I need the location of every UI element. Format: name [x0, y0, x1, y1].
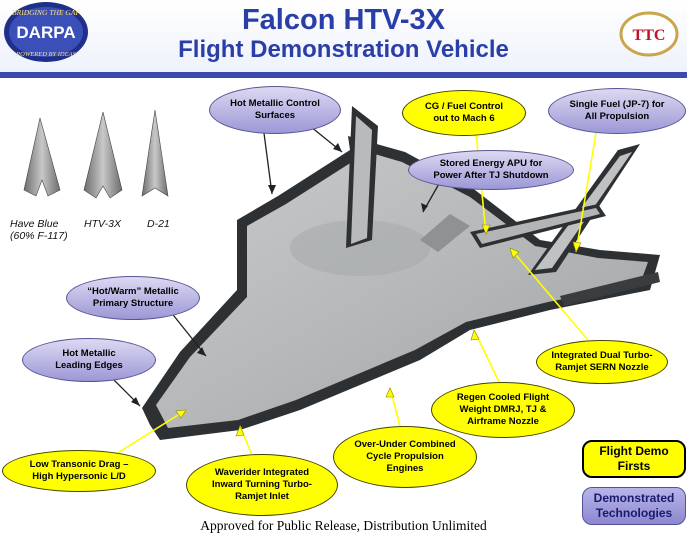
- thumbnail-label-line1: HTV-3X: [84, 218, 121, 230]
- callout-integrated-dual-nozzle: Integrated Dual Turbo-Ramjet SERN Nozzle: [536, 340, 668, 384]
- aircraft-body: [156, 148, 648, 428]
- thumbnail-label-line2: (60% F-117): [10, 230, 68, 242]
- callout-hot-metallic-control-surfaces: Hot Metallic Control Surfaces: [209, 86, 341, 134]
- thumbnail-label-d21: D-21: [147, 218, 170, 230]
- legend-demonstrated-technologies: Demonstrated Technologies: [582, 487, 686, 525]
- darpa-logo: BRIDGING THE GAP DARPA POWERED BY IDEAS: [4, 2, 88, 62]
- darpa-logo-text: DARPA: [16, 23, 75, 42]
- ttc-logo-text: TTC: [633, 27, 666, 44]
- callout-regen-cooled: Regen Cooled Flight Weight DMRJ, TJ & Ai…: [431, 382, 575, 438]
- thumbnail-label-line1: Have Blue: [10, 218, 59, 230]
- d21-thumbnail: [141, 109, 169, 197]
- thumbnail-label-line1: D-21: [147, 218, 170, 230]
- page-subtitle: Flight Demonstration Vehicle: [178, 36, 509, 63]
- callout-cg-fuel-control: CG / Fuel Control out to Mach 6: [402, 90, 526, 136]
- callout-hot-metallic-leading-edges: Hot Metallic Leading Edges: [22, 338, 156, 382]
- page-title: Falcon HTV-3X: [241, 4, 446, 36]
- ttc-logo: TTC: [619, 11, 679, 57]
- darpa-bottom-arc-text: POWERED BY IDEAS: [15, 51, 76, 58]
- have-blue-thumbnail: [23, 117, 61, 197]
- callout-stored-energy-apu: Stored Energy APU for Power After TJ Shu…: [408, 150, 574, 190]
- header-rule: [0, 72, 687, 78]
- callout-waverider-inlet: Waverider Integrated Inward Turning Turb…: [186, 454, 338, 516]
- legend-flight-demo-firsts: Flight Demo Firsts: [582, 440, 686, 478]
- thumbnail-label-have-blue: Have Blue (60% F-117): [10, 218, 68, 242]
- darpa-top-arc-text: BRIDGING THE GAP: [12, 8, 80, 17]
- callout-low-transonic-drag: Low Transonic Drag – High Hypersonic L/D: [2, 450, 156, 492]
- callout-over-under: Over-Under Combined Cycle Propulsion Eng…: [333, 426, 477, 488]
- footer-release-statement: Approved for Public Release, Distributio…: [200, 518, 487, 533]
- callout-hot-warm-structure: “Hot/Warm” Metallic Primary Structure: [66, 276, 200, 320]
- aircraft-illustration: [23, 106, 660, 461]
- callout-single-fuel: Single Fuel (JP-7) for All Propulsion: [548, 88, 686, 134]
- htv-3x-thumbnail: [83, 111, 123, 199]
- header-band: Falcon HTV-3X Flight Demonstration Vehic…: [0, 0, 687, 72]
- thumbnail-label-htv-3x: HTV-3X: [84, 218, 121, 230]
